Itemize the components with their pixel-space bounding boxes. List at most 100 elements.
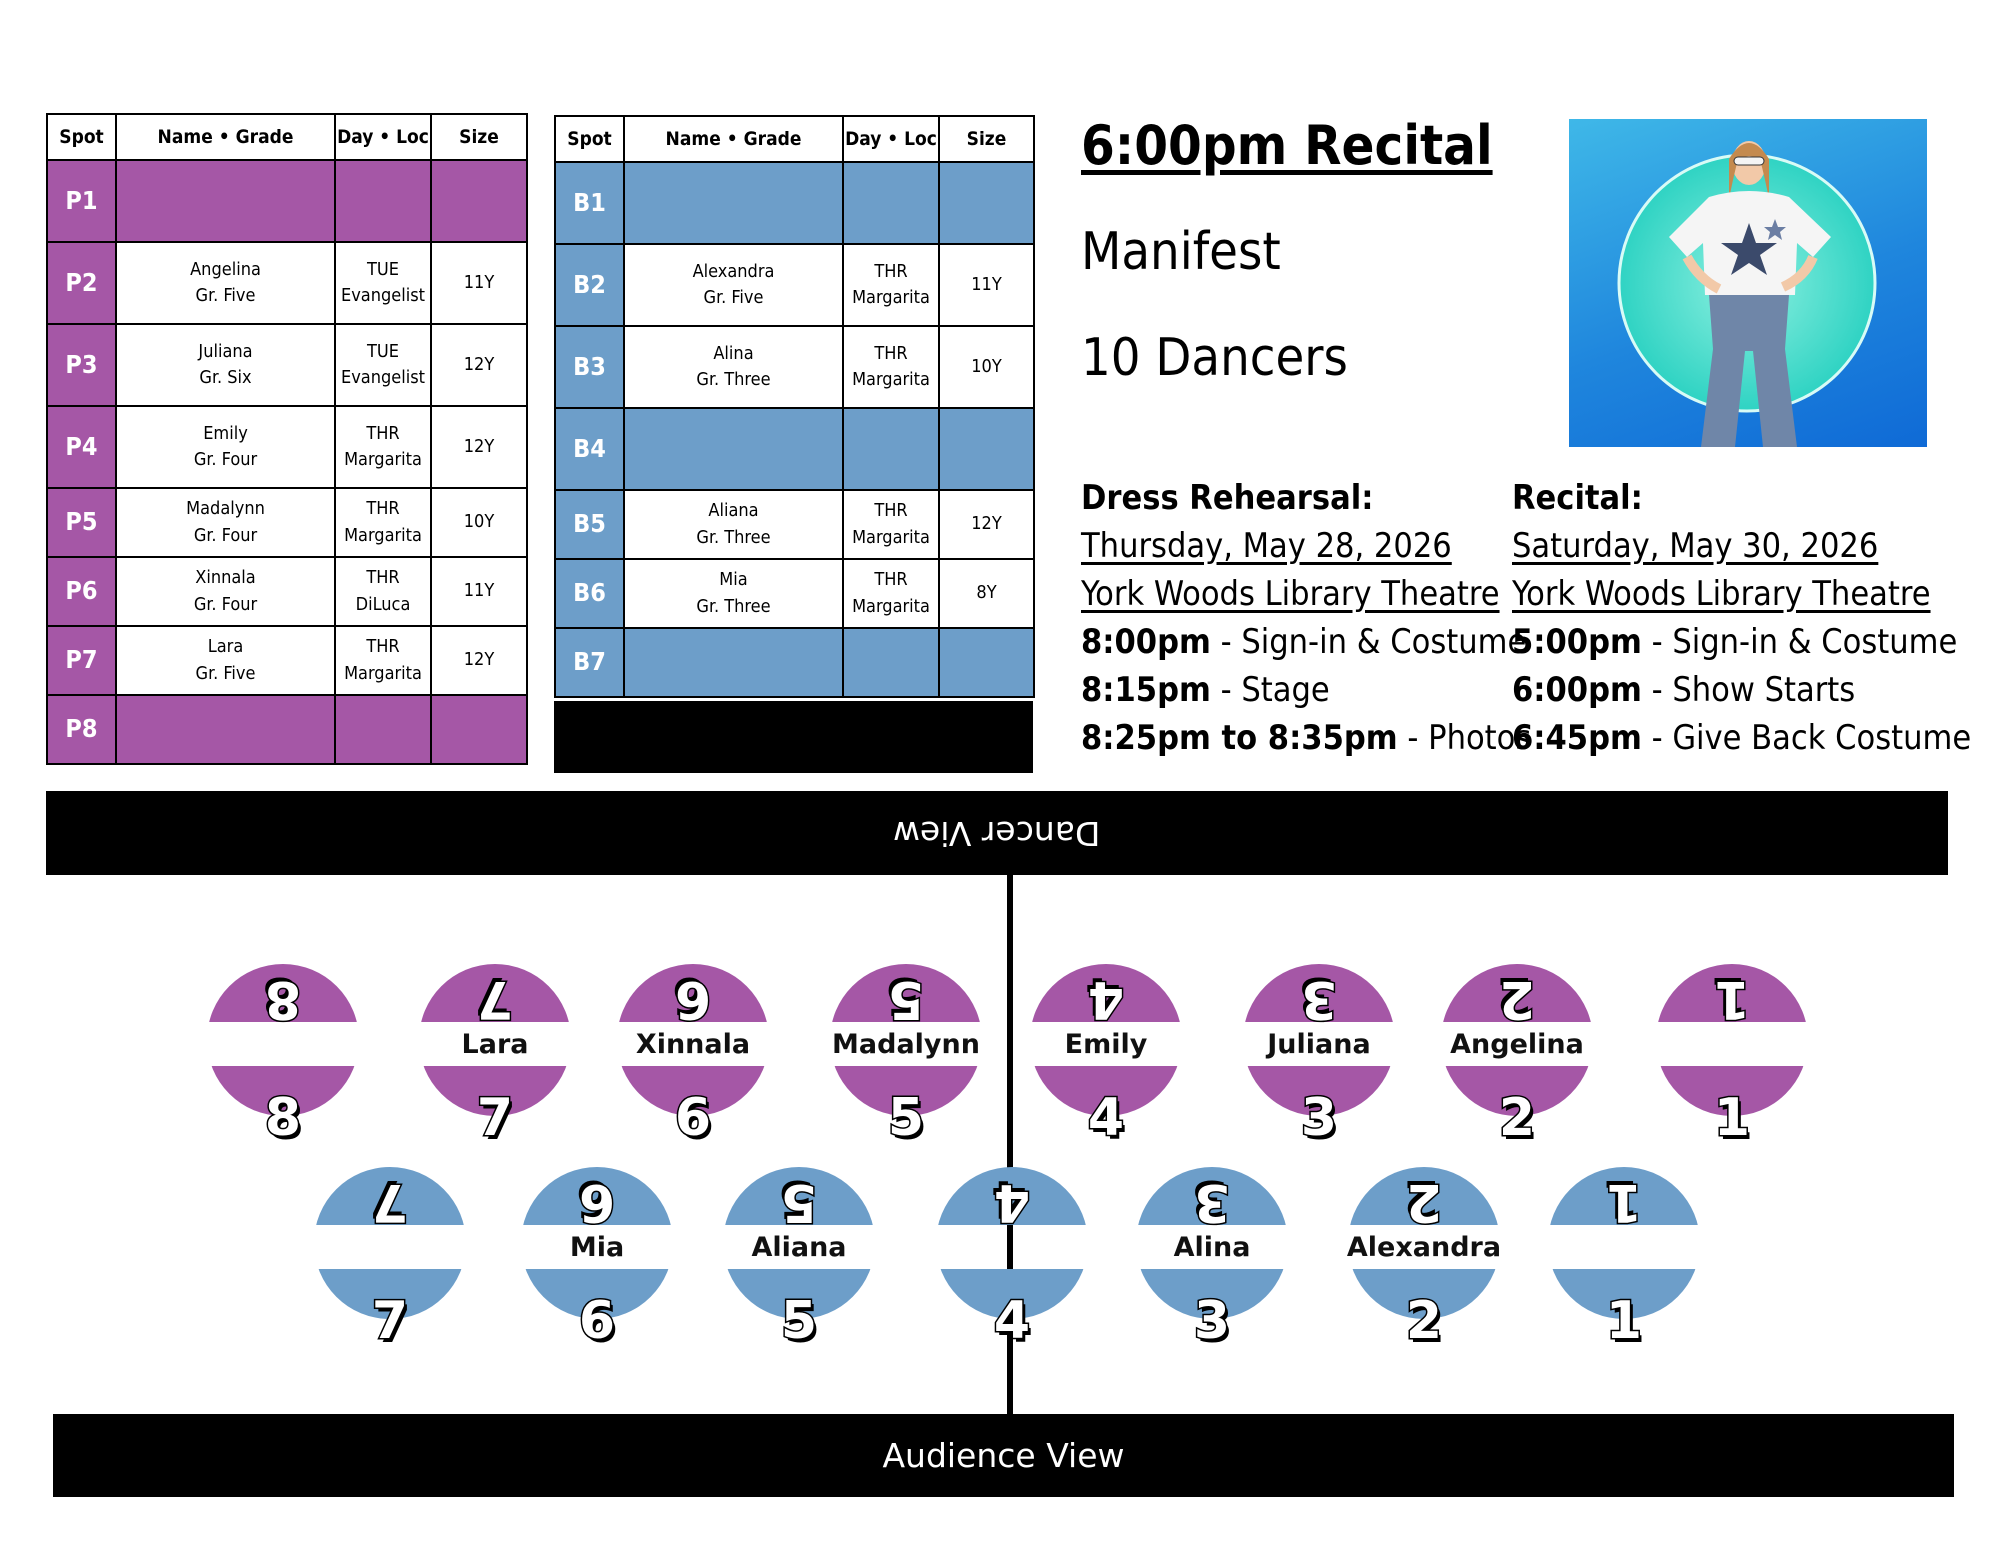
audience-view-bar: Audience View [53, 1414, 1954, 1497]
spot-cell: B6 [554, 558, 625, 629]
size-cell: 10Y [938, 325, 1035, 409]
size-cell: 12Y [938, 489, 1035, 560]
dancer-name: Alina [713, 342, 754, 364]
dancer-name: Juliana [198, 340, 253, 362]
dancer-name: Emily [203, 422, 248, 444]
spot-cell: P8 [46, 694, 117, 765]
spot-dancer-name: Madalynn [832, 1029, 980, 1060]
center-line [1007, 875, 1013, 1414]
spot-number-shadow: 5 [784, 1295, 820, 1355]
spot-dancer-name: Xinnala [636, 1029, 750, 1060]
dress-rehearsal-schedule: Dress Rehearsal: Thursday, May 28, 2026 … [1081, 474, 1531, 762]
spot-number-flipped: 7 [372, 1172, 408, 1232]
spot-number-shadow: 4 [1091, 1092, 1127, 1152]
col-header-spot: Spot [554, 115, 625, 163]
schedule-time: 5:00pm [1512, 622, 1642, 662]
size-cell [938, 407, 1035, 491]
class-day: TUE [367, 340, 399, 362]
size-cell [938, 161, 1035, 245]
dancer-name: Lara [207, 636, 244, 658]
spot-number-flipped: 1 [1606, 1172, 1642, 1232]
schedule-time: 8:00pm [1081, 622, 1211, 662]
col-header-size: Size [430, 113, 528, 161]
spot-dancer-name: Alexandra [1347, 1232, 1501, 1263]
spot-cell: B4 [554, 407, 625, 491]
dancer-name: Madalynn [186, 498, 265, 520]
spot-dancer-name: Juliana [1265, 1029, 1370, 1060]
schedule-item: 8:15pm - Stage [1081, 666, 1531, 714]
spot-number: 6 [675, 1088, 711, 1148]
col-header-size: Size [938, 115, 1035, 163]
spot-number-flipped: 4 [1088, 969, 1124, 1029]
size-cell: 12Y [430, 323, 528, 407]
recital-title: 6:00pm Recital [1081, 114, 1493, 177]
col-header-spot: Spot [46, 113, 117, 161]
size-cell: 8Y [938, 558, 1035, 629]
name-grade-cell [115, 694, 336, 765]
col-header-day-loc: Day • Loc [842, 115, 940, 163]
routine-name: Manifest [1081, 222, 1281, 282]
spot-number-flipped: 6 [675, 969, 711, 1029]
class-location: Margarita [852, 595, 930, 617]
schedule-desc: - Sign-in & Costume [1641, 622, 1958, 662]
spot-number-flipped-shadow: 7 [474, 965, 510, 1025]
size-cell: 12Y [430, 625, 528, 696]
spot-cell: P1 [46, 159, 117, 243]
table-row: B4 [554, 407, 1035, 491]
spot-dancer-name: Lara [462, 1029, 529, 1060]
spot-number: 2 [1406, 1291, 1442, 1351]
spot-number: 5 [781, 1291, 817, 1351]
size-cell: 10Y [430, 487, 528, 558]
size-cell: 11Y [938, 243, 1035, 327]
dress-rehearsal-heading: Dress Rehearsal: [1081, 478, 1374, 518]
spot-number-flipped-shadow: 3 [1298, 965, 1334, 1025]
dancer-grade: Gr. Four [193, 524, 258, 546]
col-header-name-grade: Name • Grade [115, 113, 336, 161]
spot-number-flipped: 3 [1301, 969, 1337, 1029]
recital-venue: York Woods Library Theatre [1512, 574, 1931, 614]
spot-dancer-name: Alina [1174, 1232, 1251, 1263]
spot-number-shadow: 2 [1409, 1295, 1445, 1355]
spot-number-flipped: 6 [579, 1172, 615, 1232]
spot-number: 7 [372, 1291, 408, 1351]
schedule-time: 8:15pm [1081, 670, 1211, 710]
class-location: Margarita [344, 524, 422, 546]
spot-number-shadow: 7 [375, 1295, 411, 1355]
class-day: THR [366, 422, 400, 444]
spot-number-flipped: 5 [781, 1172, 817, 1232]
spot-number-flipped-shadow: 5 [885, 965, 921, 1025]
table-row: B7 [554, 627, 1035, 698]
dancer-name: Aliana [708, 500, 759, 522]
spot-number-shadow: 3 [1304, 1092, 1340, 1152]
class-location: Evangelist [340, 367, 426, 388]
class-location: DiLuca [355, 593, 411, 615]
spot-number-flipped: 3 [1194, 1172, 1230, 1232]
audience-view-label: Audience View [882, 1436, 1125, 1475]
col-header-day-loc: Day • Loc [334, 113, 432, 161]
spot-number-flipped: 7 [477, 969, 513, 1029]
dancer-name: Alexandra [692, 260, 775, 282]
